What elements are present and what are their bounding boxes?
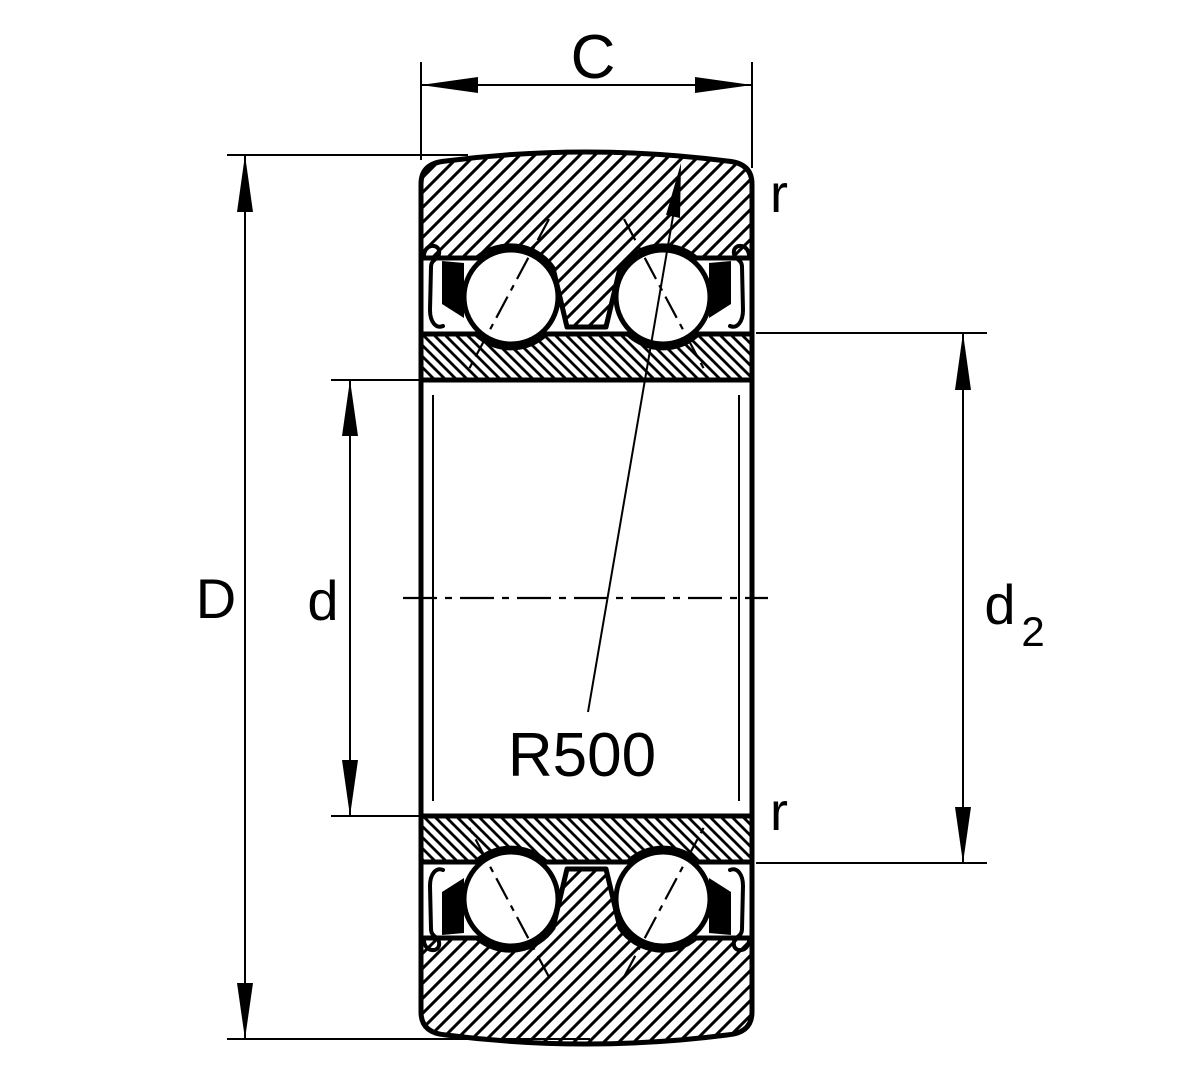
- ball-top-right: [613, 247, 713, 347]
- label-r-top: r: [770, 164, 788, 224]
- seal-rubber-top-left: [442, 261, 464, 318]
- label-r-bottom: r: [770, 782, 788, 842]
- ball-bottom-left: [461, 849, 561, 949]
- arrowhead-down: [342, 760, 358, 816]
- ball-top-left: [461, 247, 561, 347]
- arrowhead-right: [695, 77, 752, 93]
- label-d2-subscript: 2: [1021, 608, 1044, 655]
- label-d: d: [307, 569, 338, 632]
- dimension-d2: d 2: [756, 332, 1045, 864]
- seal-rubber-bottom-left: [442, 878, 464, 935]
- leader-arrowhead: [666, 163, 681, 218]
- dimension-d: d: [307, 379, 421, 817]
- label-C: C: [571, 23, 616, 92]
- label-D: D: [196, 567, 236, 630]
- seal-spring-top-left: [422, 243, 445, 329]
- bearing-section-top: [418, 149, 755, 383]
- dimension-C: C: [420, 23, 753, 168]
- leader-line: [587, 192, 678, 713]
- seal-rubber-bottom-right: [709, 878, 731, 935]
- inner-ring-bottom: [418, 813, 755, 865]
- seal-spring-top-right: [728, 243, 751, 329]
- annotation-R500: R500: [508, 163, 681, 790]
- arrowhead-left: [421, 77, 478, 93]
- label-R500: R500: [508, 721, 656, 790]
- arrowhead-down: [955, 807, 971, 863]
- label-d2-base: d: [984, 573, 1015, 636]
- contact-axis-bottom-right: [623, 826, 705, 978]
- arrowhead-up: [955, 333, 971, 390]
- contact-axis-top-right: [623, 218, 705, 370]
- seal-spring-bottom-right: [728, 867, 751, 953]
- arrowhead-up: [342, 380, 358, 436]
- arrowhead-down: [237, 983, 253, 1039]
- bearing-section-bottom: [418, 813, 755, 1047]
- ball-bottom-right: [613, 849, 713, 949]
- contact-axis-bottom-left: [468, 826, 550, 978]
- contact-axis-top-left: [468, 218, 550, 370]
- dimension-D: D: [196, 154, 590, 1040]
- arrowhead-up: [237, 155, 253, 212]
- inner-ring-top: [418, 331, 755, 383]
- seal-spring-bottom-left: [422, 867, 445, 953]
- seal-rubber-top-right: [709, 261, 731, 318]
